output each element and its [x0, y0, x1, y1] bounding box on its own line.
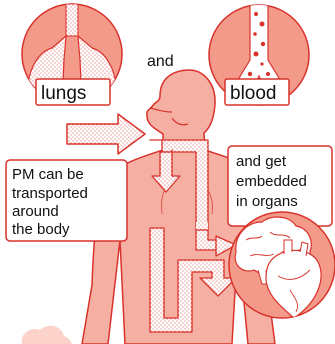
organs-line-3: in organs [236, 193, 298, 210]
inhale-arrow [67, 114, 145, 154]
blood-label: blood [225, 79, 289, 105]
pm-line-2: transported [12, 185, 88, 202]
pm-line-4: the body [12, 221, 70, 238]
lungs-label-text: lungs [41, 83, 86, 104]
organs-line-1: and get [236, 153, 287, 170]
pm-transport-callout: PM can be transported around the body [6, 160, 127, 241]
blood-label-text: blood [230, 83, 277, 104]
and-text: and [147, 53, 174, 70]
lungs-label: lungs [36, 79, 110, 105]
decorative-blob [22, 326, 72, 344]
organs-illustration [229, 212, 335, 318]
pm-line-1: PM can be [12, 166, 84, 183]
organs-line-2: embedded [236, 173, 307, 190]
pm-line-3: around [12, 203, 59, 220]
